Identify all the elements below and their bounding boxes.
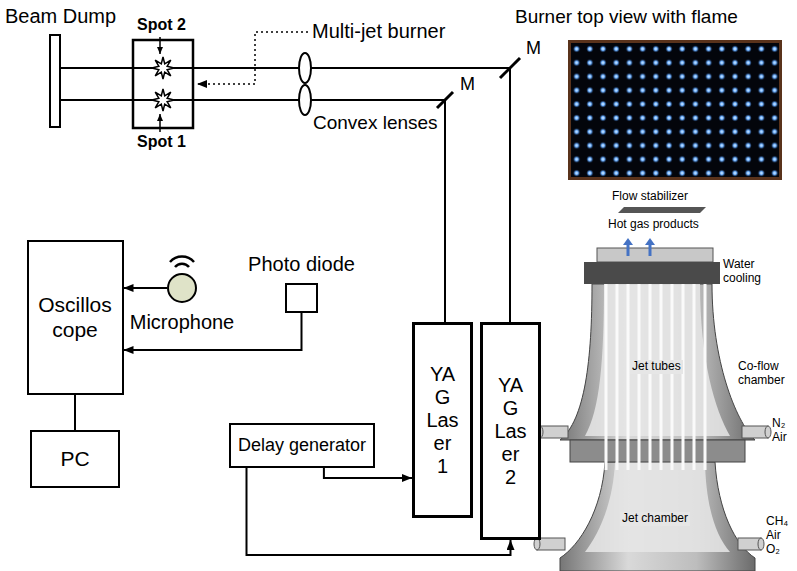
- part-label: M: [526, 38, 541, 59]
- jet-tube: [704, 256, 707, 470]
- chamber-cavity: [585, 462, 730, 552]
- oscilloscope-box: Oscillos cope: [27, 240, 124, 395]
- spot-leader: [159, 37, 161, 54]
- laser-beam: [509, 68, 511, 322]
- jet-tube: [693, 256, 696, 470]
- inlet-pipe: [540, 426, 568, 438]
- part-label: Air: [766, 529, 781, 543]
- node-text: PC: [60, 447, 89, 471]
- flange: [570, 440, 745, 462]
- part-label: Burner top view with flame: [515, 6, 738, 28]
- laser-beam: [444, 100, 446, 322]
- part-label: Hot gas products: [608, 218, 699, 232]
- part-label: N₂: [772, 417, 785, 431]
- jet-tube: [616, 256, 619, 470]
- convex-lens: [299, 85, 311, 115]
- jet-chamber: [560, 462, 755, 571]
- part-label: Water cooling: [723, 258, 775, 286]
- node-text: Delay generator: [238, 435, 366, 456]
- flow-stabilizer-plate: [618, 207, 706, 213]
- part-label: Air: [772, 431, 787, 445]
- beam-dump: [50, 35, 60, 127]
- mirror: [500, 58, 520, 78]
- water-cooling-block: [584, 262, 720, 284]
- convex-lens: [299, 53, 311, 83]
- burner-box: [133, 40, 193, 128]
- laser-beam: [60, 99, 445, 101]
- spot-star: [152, 89, 174, 111]
- burner-outlet: [597, 248, 713, 262]
- node-text: Oscillos cope: [32, 293, 119, 341]
- flame-dots: [568, 40, 782, 180]
- inlet-pipe: [765, 426, 771, 438]
- laser-box: YA G Las er 2: [480, 322, 541, 540]
- signal-wire: [74, 395, 76, 430]
- gas-arrow: [623, 238, 633, 245]
- node-text: Microphone: [130, 311, 235, 334]
- hot-gas-arrows: [623, 238, 655, 256]
- flame-edge-glow: [570, 42, 781, 179]
- part-label: Jet tubes: [630, 360, 683, 374]
- co-flow-chamber: [560, 284, 755, 440]
- part-label: Beam Dump: [5, 5, 116, 28]
- part-label: Spot 2: [137, 16, 186, 34]
- spot-star: [152, 57, 174, 79]
- part-label: Multi-jet burner: [312, 20, 445, 43]
- laser-beam: [60, 67, 510, 69]
- delay-generator-box: Delay generator: [229, 423, 375, 468]
- gas-arrow: [645, 238, 655, 245]
- node-text: YA G Las er 1: [418, 363, 467, 478]
- burner-leader: [197, 32, 308, 84]
- node-text: Photo diode: [248, 253, 355, 276]
- sound-wave: [175, 264, 189, 267]
- jet-tubes: [606, 256, 705, 470]
- part-label: CH₄: [766, 515, 788, 529]
- signal-wire: [324, 468, 412, 478]
- inlet-pipe: [537, 538, 565, 550]
- part-label: Spot 1: [137, 133, 186, 151]
- inlet-pipes: [534, 426, 771, 550]
- part-label: Jet chamber: [620, 512, 690, 526]
- burner-photo: [568, 40, 782, 180]
- gas-arrow: [627, 244, 630, 256]
- spot-leader: [159, 114, 161, 132]
- jet-tube: [605, 256, 608, 470]
- node-text: YA G Las er 2: [486, 374, 535, 489]
- inlet-pipe: [758, 538, 764, 550]
- gas-arrow: [649, 244, 652, 256]
- microphone-icon: Microphone: [167, 273, 197, 303]
- part-label: Convex lenses: [313, 112, 438, 134]
- part-label: Flow stabilizer: [612, 190, 688, 204]
- laser-box: YA G Las er 1: [412, 322, 473, 518]
- inlet-pipe: [742, 426, 768, 438]
- sound-wave: [170, 257, 194, 262]
- spot-star: [152, 89, 174, 111]
- mirror: [437, 92, 453, 108]
- part-label: M: [460, 74, 475, 95]
- photodiode-box: Photo diode: [285, 283, 318, 313]
- part-label: O₂: [766, 543, 780, 557]
- pc-box: PC: [30, 430, 120, 488]
- part-label: Co-flow chamber: [738, 360, 794, 388]
- spot-star: [152, 57, 174, 79]
- signal-wire: [124, 287, 168, 289]
- laser-beams: [60, 68, 510, 322]
